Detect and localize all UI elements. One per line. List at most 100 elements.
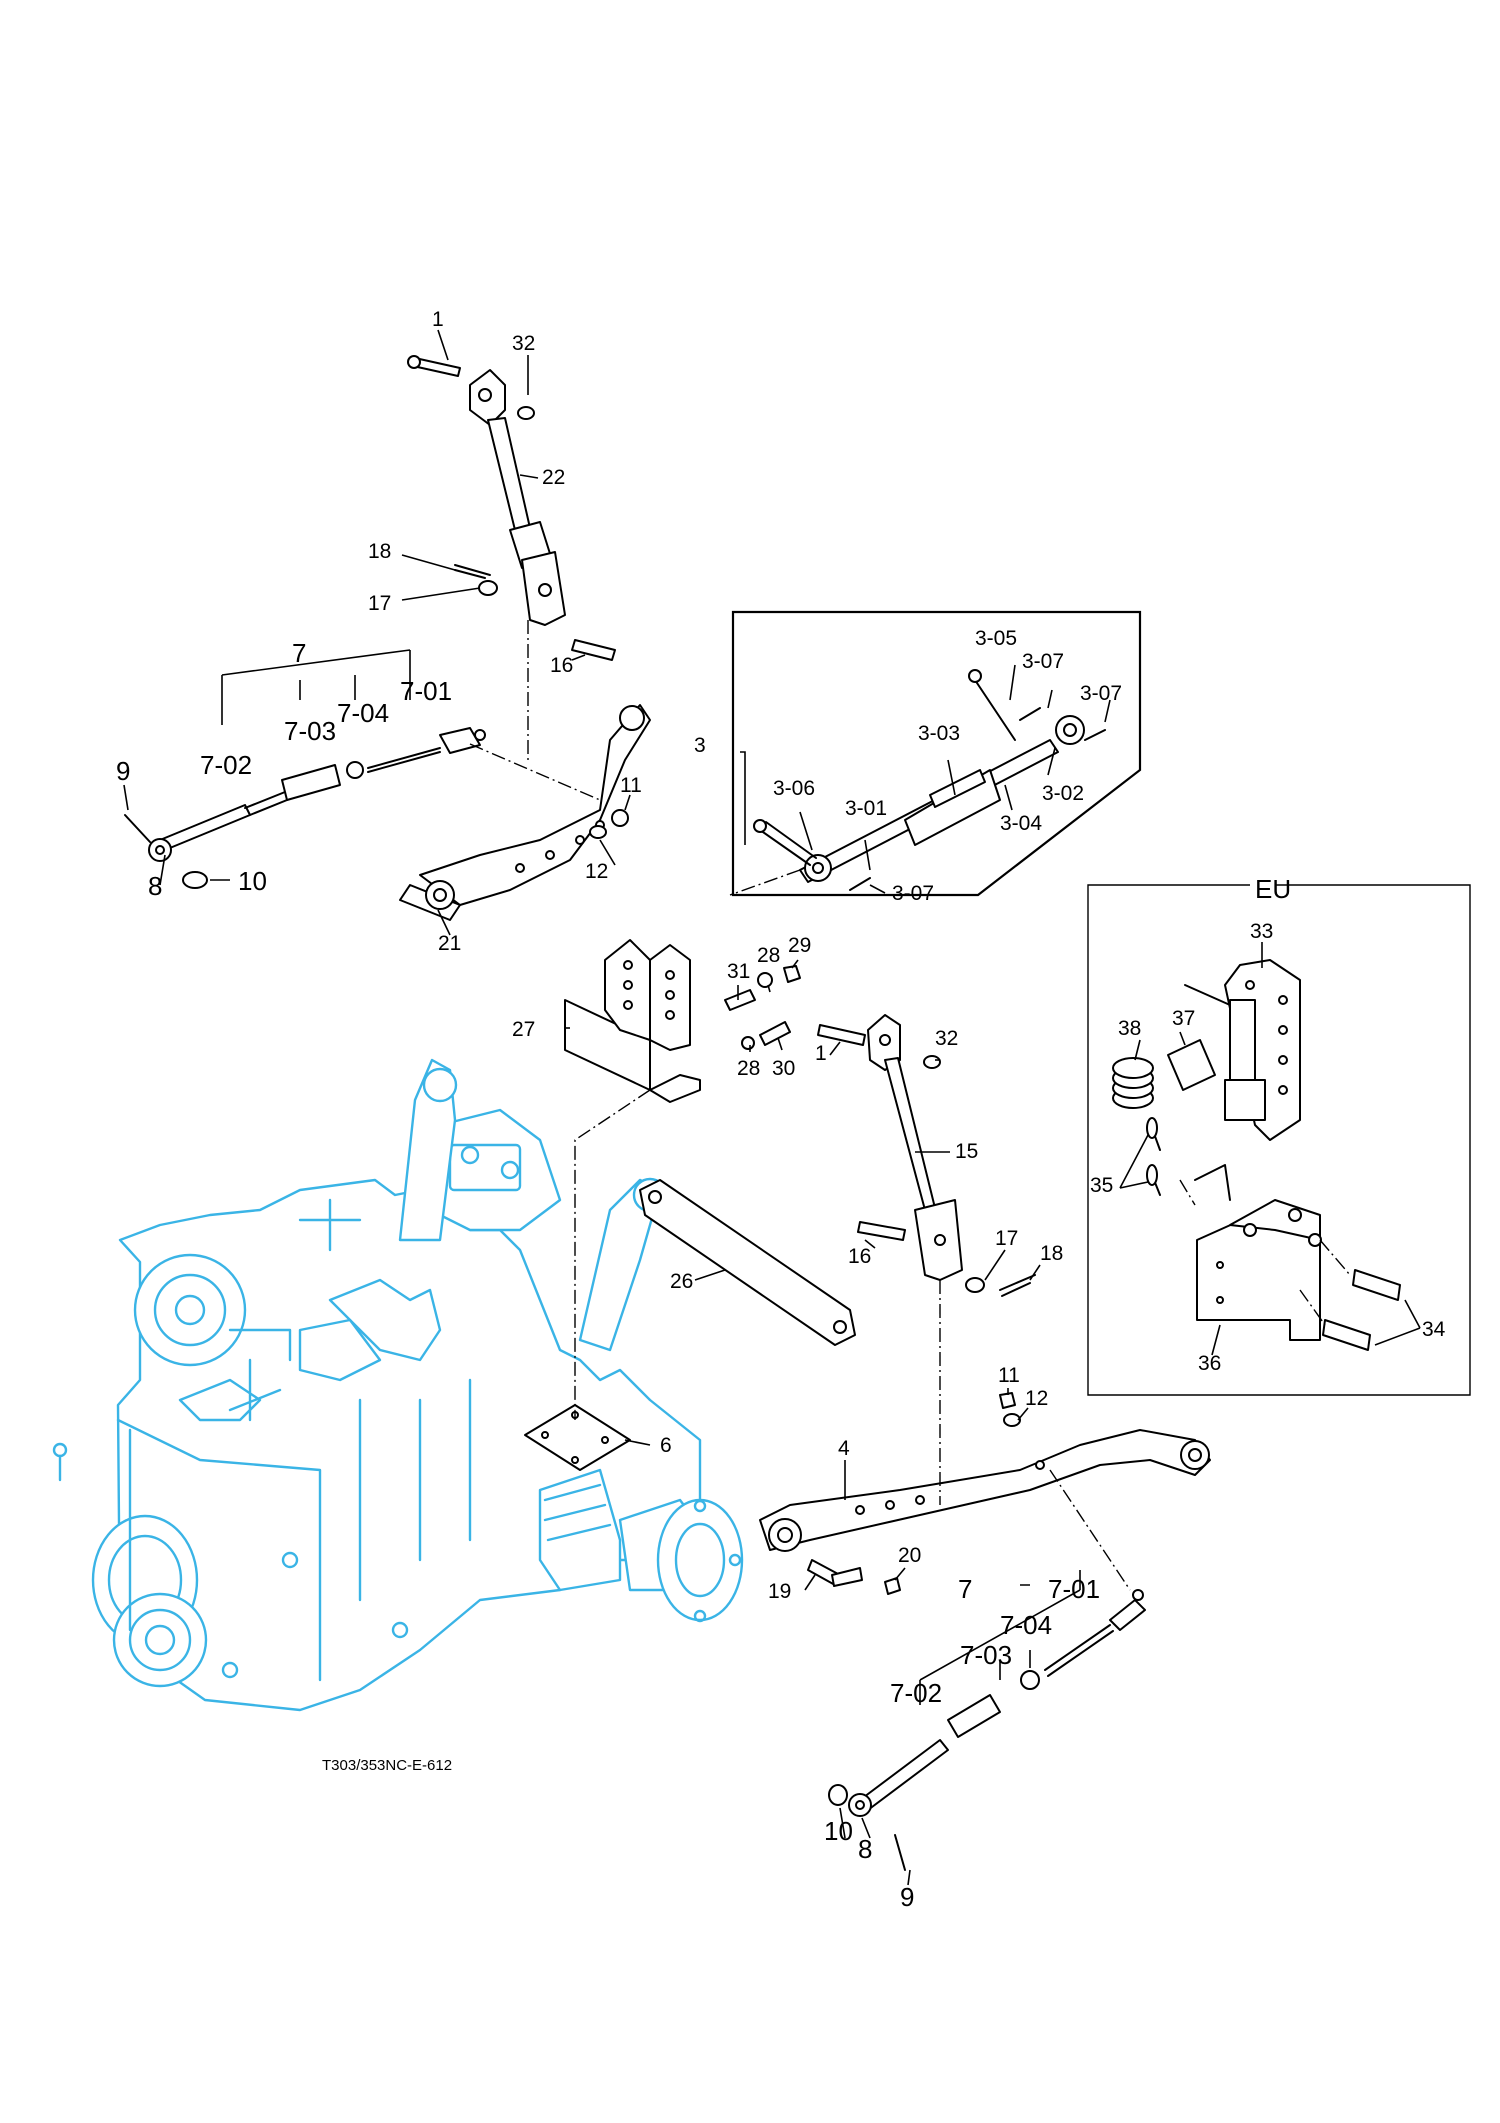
nut-29 <box>783 965 801 983</box>
callout-7-01-left: 7-01 <box>400 676 452 706</box>
pin-16-top <box>571 639 616 661</box>
check-chain-7-left <box>124 727 486 889</box>
callout-35: 35 <box>1090 1174 1113 1197</box>
callout-3-03: 3-03 <box>918 722 960 745</box>
callout-3-01: 3-01 <box>845 797 887 820</box>
callout-18-mid: 18 <box>1040 1242 1063 1265</box>
leaders <box>123 329 1421 1886</box>
callout-8-right: 8 <box>858 1834 872 1864</box>
lower-link-4 <box>759 1429 1211 1552</box>
eu-label: EU <box>1255 874 1291 904</box>
callout-3-04: 3-04 <box>1000 812 1042 835</box>
callout-labels: 1 32 22 18 17 16 7 7-01 7-03 7-04 7-02 9… <box>116 308 1446 1912</box>
callout-10-right: 10 <box>824 1816 853 1846</box>
callout-19: 19 <box>768 1580 791 1603</box>
stabilizer-26 <box>639 1179 856 1346</box>
pin-16-mid <box>857 1221 906 1241</box>
nut-11-mid <box>999 1392 1016 1409</box>
washer-28-top <box>757 972 773 988</box>
bolt-30 <box>759 1021 791 1046</box>
callout-4: 4 <box>838 1437 850 1460</box>
figure-code: T303/353NC-E-612 <box>322 1757 452 1774</box>
callout-10-left: 10 <box>238 866 267 896</box>
callout-11-top: 11 <box>620 774 642 797</box>
callout-33: 33 <box>1250 920 1273 943</box>
assembly-3-frame <box>731 610 1142 897</box>
callout-7-02-left: 7-02 <box>200 750 252 780</box>
eu-plate-36 <box>1196 1199 1322 1341</box>
callout-9-left: 9 <box>116 756 130 786</box>
callout-7-01-right: 7-01 <box>1048 1574 1100 1604</box>
callout-18-top: 18 <box>368 540 391 563</box>
clip-18-mid <box>999 1274 1036 1297</box>
callout-3-07-b: 3-07 <box>1080 682 1122 705</box>
callout-17-top: 17 <box>368 592 391 615</box>
washer-17-mid <box>965 1277 985 1293</box>
callout-31: 31 <box>727 960 750 983</box>
callout-3-02: 3-02 <box>1042 782 1084 805</box>
callout-9-right: 9 <box>900 1882 914 1912</box>
callout-20: 20 <box>898 1544 921 1567</box>
washer-12-top <box>589 825 607 839</box>
callout-16-mid: 16 <box>848 1245 871 1268</box>
callout-7-right: 7 <box>958 1574 972 1604</box>
callout-28-top: 28 <box>757 944 780 967</box>
bolt-20 <box>884 1577 901 1595</box>
bolt-31 <box>724 989 756 1011</box>
callout-7-03-left: 7-03 <box>284 716 336 746</box>
callout-15: 15 <box>955 1140 978 1163</box>
ring-32-mid <box>923 1055 941 1069</box>
bushing-37 <box>1167 1039 1216 1091</box>
callout-28-bot: 28 <box>737 1057 760 1080</box>
eu-bracket-33 <box>1184 959 1301 1141</box>
callout-37: 37 <box>1172 1007 1195 1030</box>
callout-7-02-right: 7-02 <box>890 1678 942 1708</box>
nut-11-top <box>611 809 629 827</box>
pin-34-a <box>1352 1269 1401 1301</box>
callout-36: 36 <box>1198 1352 1221 1375</box>
eu-rod <box>1194 1164 1231 1201</box>
callout-6: 6 <box>660 1434 672 1457</box>
callout-38: 38 <box>1118 1017 1141 1040</box>
lift-rod-15 <box>817 1014 963 1281</box>
callout-30: 30 <box>772 1057 795 1080</box>
plate-6 <box>524 1404 631 1471</box>
callout-7-04-left: 7-04 <box>337 698 389 728</box>
washer-17-top <box>478 580 498 596</box>
callout-32-mid: 32 <box>935 1027 958 1050</box>
top-link-22 <box>407 355 566 626</box>
callout-22: 22 <box>542 466 565 489</box>
callout-3: 3 <box>694 734 706 757</box>
eu-frame <box>1087 884 1471 1396</box>
callout-32-top: 32 <box>512 332 535 355</box>
ring-32-top <box>517 406 535 420</box>
callout-3-05: 3-05 <box>975 627 1017 650</box>
washer-28-bot <box>741 1036 755 1050</box>
callout-16-top: 16 <box>550 654 573 677</box>
spring-38 <box>1112 1057 1154 1109</box>
callout-12-top: 12 <box>585 860 608 883</box>
top-link-assembly-3 <box>753 669 1106 891</box>
callout-7-04-right: 7-04 <box>1000 1610 1052 1640</box>
callout-26: 26 <box>670 1270 693 1293</box>
pin-34-b <box>1322 1319 1371 1351</box>
clip-18-top <box>454 564 491 579</box>
callout-34: 34 <box>1422 1318 1446 1341</box>
lower-link-21 <box>399 704 651 921</box>
callout-11-mid: 11 <box>998 1364 1020 1387</box>
callout-17-mid: 17 <box>995 1227 1018 1250</box>
transmission-housing <box>52 1058 744 1712</box>
callout-7-left: 7 <box>292 638 306 668</box>
callout-12-mid: 12 <box>1025 1387 1048 1410</box>
bracket-27 <box>564 939 701 1103</box>
callout-29: 29 <box>788 934 811 957</box>
callout-7-03-right: 7-03 <box>960 1640 1012 1670</box>
callout-27: 27 <box>512 1018 535 1041</box>
callout-21: 21 <box>438 932 461 955</box>
check-chain-7-right <box>828 1589 1146 1871</box>
callout-3-07-a: 3-07 <box>1022 650 1064 673</box>
callout-3-06: 3-06 <box>773 777 815 800</box>
callout-1-top: 1 <box>432 308 444 331</box>
callout-1-mid: 1 <box>815 1042 827 1065</box>
